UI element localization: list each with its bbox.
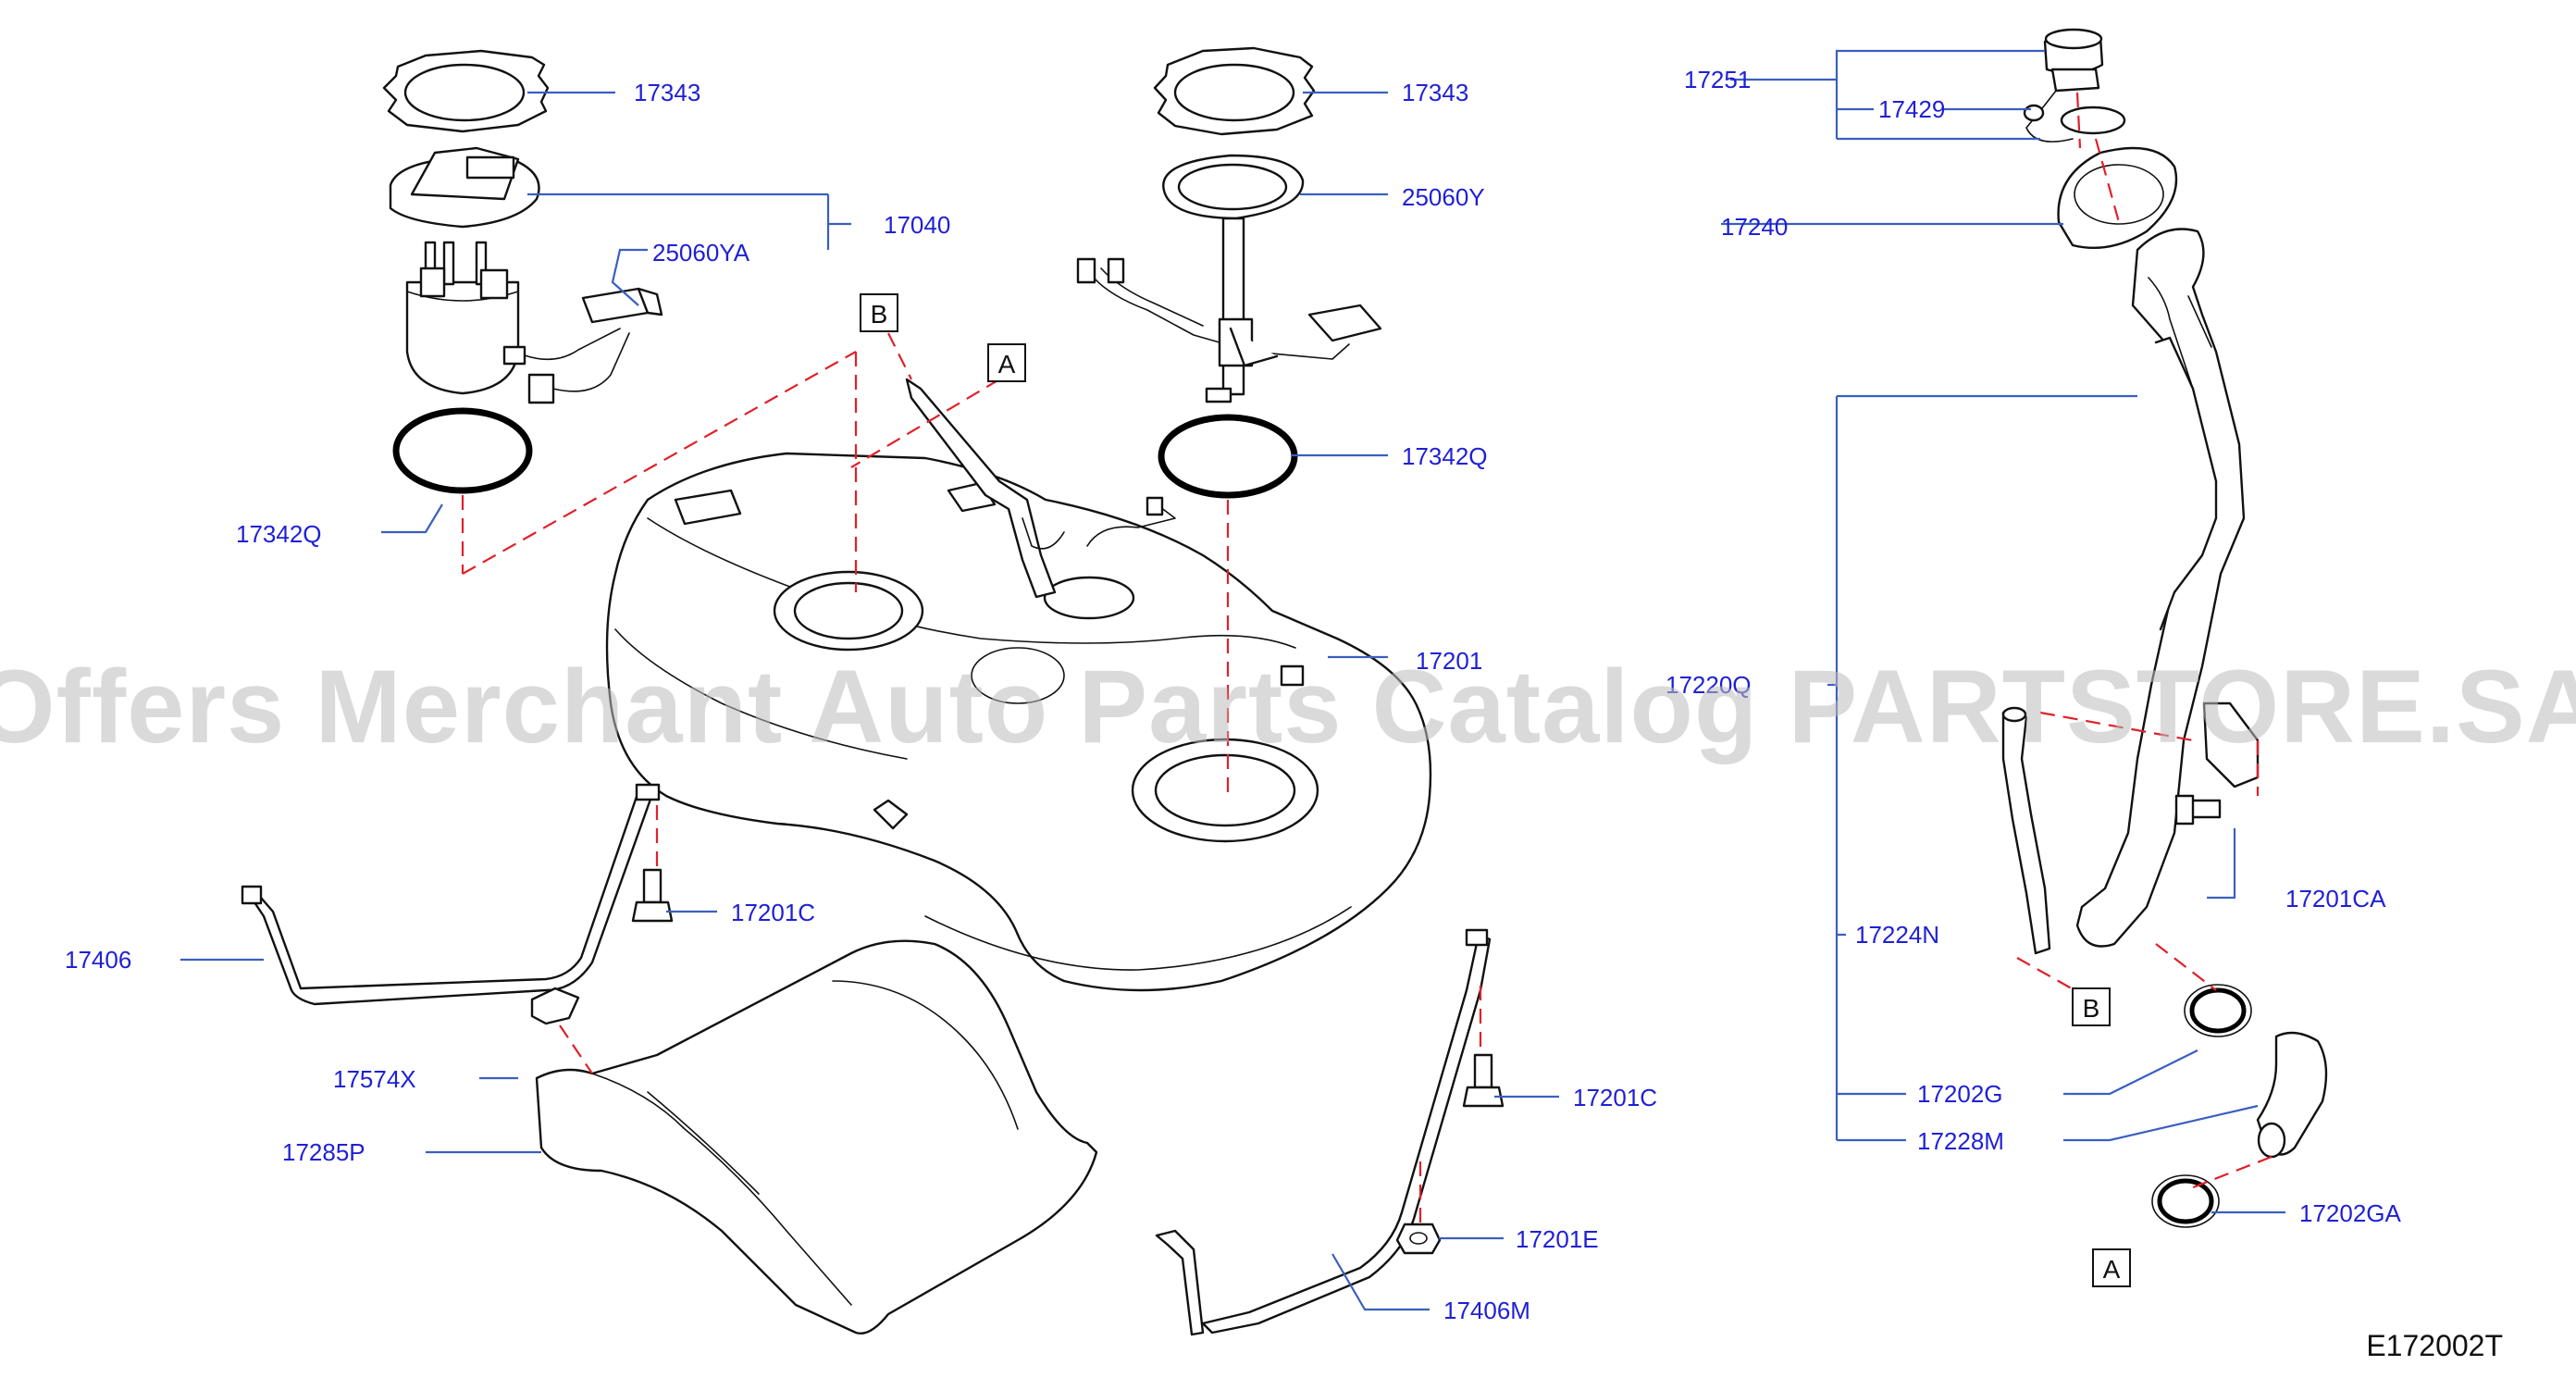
part-labels: 17343 17040 25060YA 17342Q 17343 25060Y … [65,66,2402,1324]
watermark: Offers Merchant Auto Parts Catalog PARTS… [0,649,2576,764]
part-label-17201: 17201 [1416,647,1482,675]
bolt-17201ca [2174,794,2222,826]
gasket-mid [1162,154,1305,220]
fuel-tank [605,452,1432,992]
part-label-17201c: 17201C [731,899,815,926]
callout-box-b-lower: B [2072,987,2111,1026]
callout-a-text: A [998,350,1016,379]
tank-strap-17406m [1155,928,1492,1336]
bolt-17201c-left [631,868,674,923]
part-label-17342q: 17342Q [1402,442,1488,470]
hose-17228m [2256,1031,2328,1159]
callout-b-text: B [871,300,888,329]
part-label-17406: 17406 [65,946,131,974]
part-label-17251: 17251 [1684,66,1751,93]
callout-box-a-upper: A [987,343,1026,382]
clamp-17202ga [2151,1174,2220,1228]
part-label-17574x: 17574X [333,1065,416,1093]
part-label-17202g: 17202G [1917,1080,2003,1108]
part-label-17201e: 17201E [1516,1225,1599,1253]
part-label-17342q: 17342Q [236,520,322,548]
leader-lines [180,49,2285,1311]
part-label-17240: 17240 [1721,213,1788,241]
part-label-17201ca: 17201CA [2285,885,2386,912]
o-ring-left [392,407,533,494]
filler-tube-17220q [2075,228,2260,948]
part-label-17406m: 17406M [1443,1297,1530,1324]
fuel-pump-module-left [389,146,630,404]
fuel-level-sender-left [581,287,663,324]
clip-17574x [530,987,580,1025]
part-label-25060ya: 25060YA [652,239,750,267]
fuel-cap-17251 [2023,28,2126,143]
part-label-17224n: 17224N [1855,921,1939,949]
lock-ring-mid [1153,46,1316,136]
part-label-17201c: 17201C [1573,1084,1657,1111]
callout-box-b-upper: B [860,293,898,332]
alignment-lines [461,92,2273,1223]
part-label-17285p: 17285P [282,1138,365,1166]
breather-tube-17224n [2001,706,2051,955]
callout-a-text: A [2103,1255,2121,1284]
part-label-25060y: 25060Y [1402,183,1485,211]
o-ring-mid [1158,414,1298,499]
part-label-17343: 17343 [1402,79,1468,106]
diagram-code: E172002T [2366,1329,2503,1362]
filler-bezel-17240 [2057,146,2178,250]
fuel-sender-unit-mid [1076,217,1382,403]
lock-ring-left [382,49,550,133]
heat-shield-17285p [535,939,1098,1335]
part-label-17220q: 17220Q [1666,671,1752,699]
callout-b-text: B [2083,994,2100,1023]
part-label-17202ga: 17202GA [2299,1199,2402,1227]
callout-box-a-lower: A [2092,1248,2131,1287]
nut-17201e [1395,1223,1442,1255]
part-label-17429: 17429 [1878,95,1945,123]
part-label-17228m: 17228M [1917,1127,2004,1155]
tank-tubes [905,378,1176,599]
bolt-17201c-right [1462,1053,1505,1108]
clamp-17202g [2184,984,2252,1037]
part-label-17343: 17343 [634,79,700,106]
part-label-17040: 17040 [884,211,950,239]
tank-strap-17406 [241,783,661,1006]
